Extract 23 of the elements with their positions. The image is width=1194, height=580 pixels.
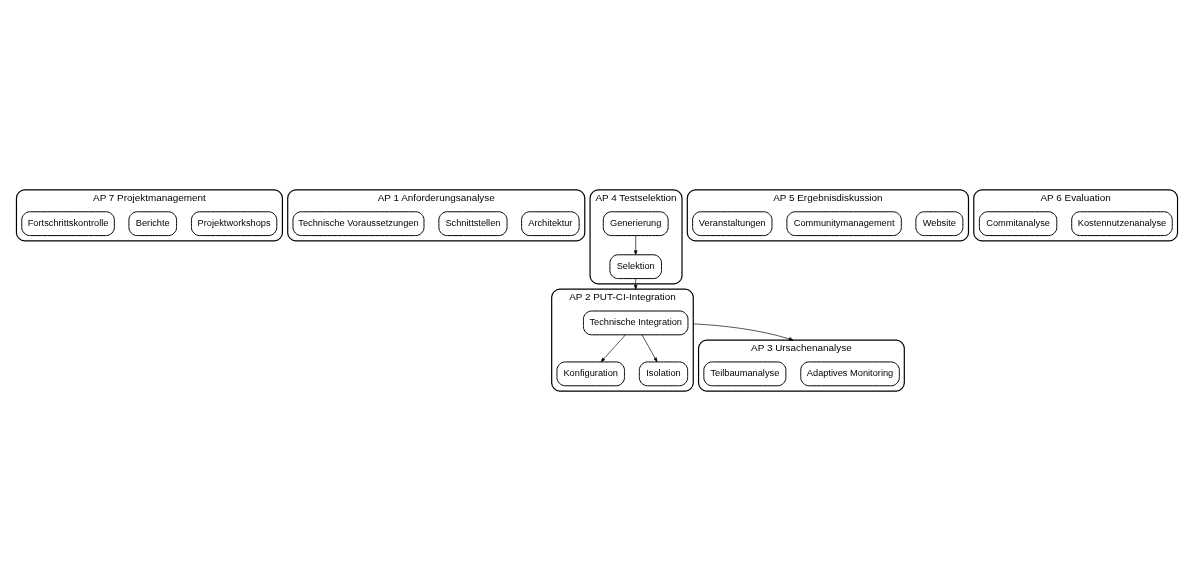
arrow [600, 334, 626, 362]
node-box: Architektur [521, 210, 580, 236]
node-box: Veranstaltungen [692, 210, 773, 236]
node-box: Berichte [128, 210, 178, 236]
arrow [641, 334, 658, 362]
node-box: Generierung [602, 210, 669, 236]
node-box: Konfiguration [556, 360, 625, 386]
node-box: Kostennutzenanalyse [1071, 210, 1173, 236]
node-box: Projektworkshops [190, 210, 278, 236]
node-box: Isolation [638, 360, 689, 386]
arrow [633, 234, 638, 255]
node-box: Fortschrittskontrolle [21, 210, 115, 236]
node-box: Schnittstellen [438, 210, 508, 236]
node-box: Teilbaumanalyse [703, 360, 787, 386]
arrow [692, 323, 794, 341]
node-box: Selektion [609, 253, 662, 279]
node-box: Adaptives Monitoring [800, 360, 900, 386]
node-box: Commitanalyse [978, 210, 1058, 236]
arrow [633, 277, 638, 289]
node-box: Communitymanagement [786, 210, 902, 236]
node-box: Technische Voraussetzungen [292, 210, 425, 236]
node-box: Technische Integration [582, 310, 689, 335]
node-box: Website [915, 210, 964, 236]
